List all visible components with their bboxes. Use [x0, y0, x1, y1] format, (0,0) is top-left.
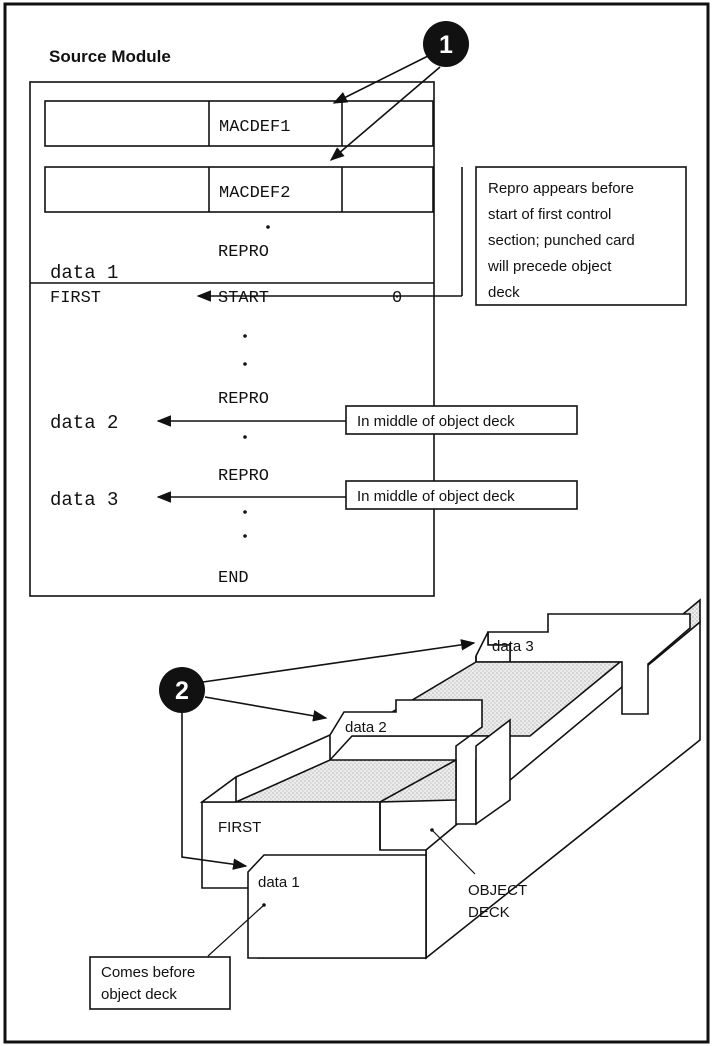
deck-first-label: FIRST — [218, 819, 261, 836]
start-op: START — [218, 289, 269, 308]
macdef2-label: MACDEF2 — [219, 184, 290, 203]
first-label: FIRST — [50, 289, 101, 308]
note-middle-1-text: In middle of object deck — [357, 413, 515, 430]
note-comes-before-line: object deck — [101, 986, 177, 1003]
ellipsis-dot — [243, 362, 247, 366]
data1-source: data 1 — [50, 262, 118, 284]
callout-1-number: 1 — [439, 31, 453, 59]
deck-data3-label: data 3 — [492, 638, 534, 655]
repro-line-1: REPRO — [218, 243, 269, 262]
callout-2-arrow-data3 — [203, 643, 474, 682]
deck-data1-label: data 1 — [258, 874, 300, 891]
repro-line-3: REPRO — [218, 467, 269, 486]
object-deck — [202, 600, 700, 958]
note-comes-before-line: Comes before — [101, 964, 195, 981]
object-deck-line: OBJECT — [468, 882, 527, 899]
macdef1-label: MACDEF1 — [219, 118, 290, 137]
data1-card — [248, 855, 426, 958]
deck-top-slab-1 — [236, 760, 456, 802]
callout-2-number: 2 — [175, 677, 189, 705]
ellipsis-dot — [243, 334, 247, 338]
callout-1-arrow-a — [334, 56, 428, 103]
object-deck-line: DECK — [468, 904, 510, 921]
callout-2-arrow-data2 — [205, 697, 326, 718]
deck-data2-label: data 2 — [345, 719, 387, 736]
repro-line-2: REPRO — [218, 390, 269, 409]
note-middle-1: In middle of object deck — [346, 406, 577, 434]
macdef2-card: MACDEF2 — [45, 167, 433, 212]
note-before-first-line: section; punched card — [488, 232, 635, 249]
end-op: END — [218, 569, 249, 588]
ellipsis-dot — [243, 435, 247, 439]
note-middle-2-text: In middle of object deck — [357, 488, 515, 505]
data3-source: data 3 — [50, 489, 118, 511]
ellipsis-dot — [243, 510, 247, 514]
note-before-first-line: deck — [488, 284, 520, 301]
note-middle-2: In middle of object deck — [346, 481, 577, 509]
ellipsis-dot — [266, 225, 270, 229]
note-before-first-line: start of first control — [488, 206, 611, 223]
note-before-first-line: will precede object — [487, 258, 612, 275]
note-comes-before: Comes before object deck — [90, 957, 230, 1009]
start-operand: 0 — [392, 289, 402, 308]
note-before-first: Repro appears before start of first cont… — [462, 167, 686, 305]
ellipsis-dot — [243, 534, 247, 538]
source-module-title: Source Module — [49, 47, 171, 66]
source-module-box — [30, 82, 434, 596]
data2-source: data 2 — [50, 412, 118, 434]
note-before-first-line: Repro appears before — [488, 180, 634, 197]
